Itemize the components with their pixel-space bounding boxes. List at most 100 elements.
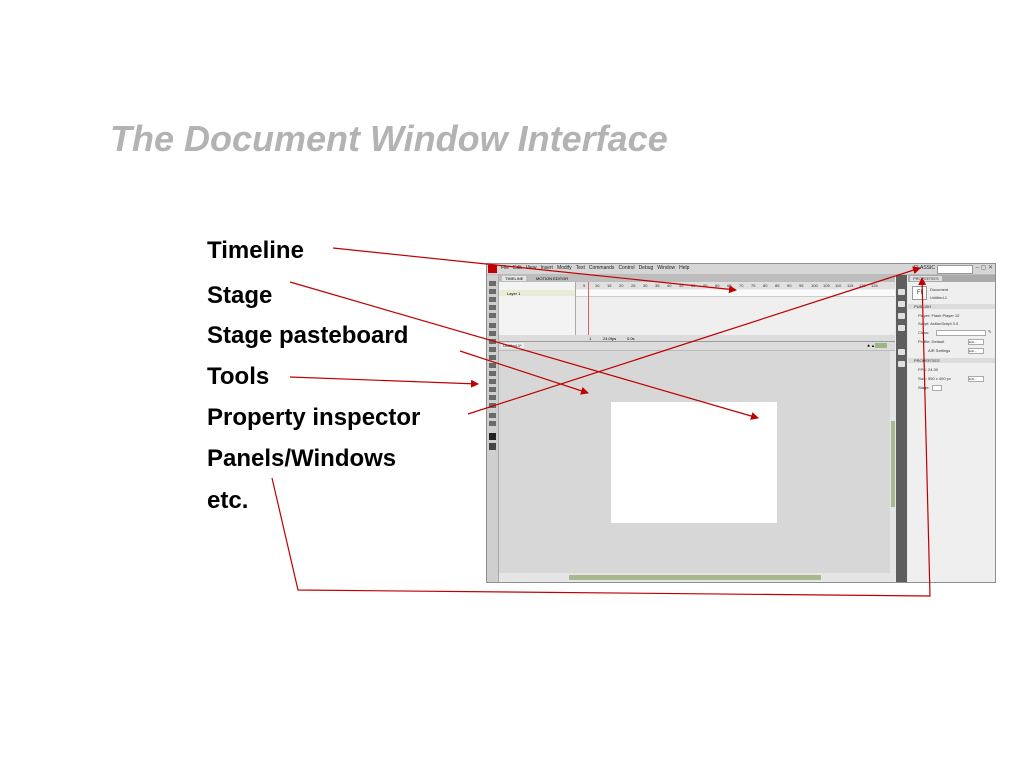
doc-type: Document [930,287,949,292]
document-icon: Fl [912,286,927,300]
tab-motion-editor[interactable]: MOTION EDITOR [536,276,569,281]
help-search-input[interactable] [937,265,973,274]
frame-number: 85 [775,283,780,288]
frame-number: 10 [595,283,600,288]
fill-color-icon[interactable] [489,443,496,450]
lasso-tool-icon[interactable] [489,313,496,318]
edit-bar: Untitled-1* ♣ ▲ [499,342,895,351]
align-icon[interactable] [898,301,905,307]
label-property-inspector: Property inspector [207,404,421,431]
document-tab[interactable]: Untitled-1* [501,343,524,348]
property-inspector: PROPERTIES Fl Document Untitled-1 PUBLIS… [908,275,995,582]
menu-bar: File Edit View Insert Modify Text Comman… [487,264,995,275]
menu-commands[interactable]: Commands [588,265,615,271]
frame-number: 55 [703,283,708,288]
zoom-control[interactable] [875,343,887,348]
scroll-thumb[interactable] [569,575,821,580]
scroll-thumb[interactable] [891,421,895,507]
edit-symbols-icon[interactable]: ♣ ▲ [867,343,875,348]
frame-number: 5 [583,283,586,288]
label-timeline: Timeline [207,237,304,264]
zoom-tool-icon[interactable] [489,421,496,426]
profile-edit-button[interactable]: Edit... [968,339,984,345]
stroke-color-icon[interactable] [489,433,496,440]
size-value: Size: 550 x 400 px [918,376,951,381]
properties-section[interactable]: PROPERTIES [908,358,995,363]
panels-strip [896,275,907,582]
menu-control[interactable]: Control [618,265,635,271]
frame-number: 70 [739,283,744,288]
pen-tool-icon[interactable] [489,323,496,328]
menu-edit[interactable]: Edit [513,265,522,271]
text-tool-icon[interactable] [489,331,496,336]
pencil-tool-icon[interactable] [489,355,496,360]
layer-name: Layer 1 [507,291,521,296]
layer-row[interactable]: Layer 1 [499,290,575,296]
app-logo-icon [488,265,497,273]
frame-number: 110 [835,283,842,288]
tools-panel [487,275,499,582]
size-edit-button[interactable]: Edit... [968,376,984,382]
frame-number: 25 [631,283,636,288]
transform-icon[interactable] [898,349,905,355]
frame-number: 120 [859,283,866,288]
pencil-icon[interactable]: ✎ [988,329,992,334]
horizontal-scrollbar[interactable] [499,573,895,581]
menu-debug[interactable]: Debug [638,265,654,271]
menu-text[interactable]: Text [575,265,585,271]
menu-file[interactable]: File [501,265,510,271]
eyedropper-tool-icon[interactable] [489,395,496,400]
frame-number: 40 [667,283,672,288]
doc-name: Untitled-1 [930,295,948,300]
air-edit-button[interactable]: Edit... [968,348,984,354]
stage[interactable] [611,402,777,523]
playhead[interactable] [588,282,589,341]
menu-items: File Edit View Insert Modify Text Comman… [501,265,689,271]
library-icon[interactable] [898,289,905,295]
frame-number: 35 [655,283,660,288]
frame-number: 100 [811,283,818,288]
player-version: Player: Flash Player 10 [918,313,960,318]
swatches-icon[interactable] [898,325,905,331]
frame-number: 115 [847,283,854,288]
deco-tool-icon[interactable] [489,371,496,376]
arrow-stage-pasteboard [459,350,589,395]
fps-value: FPS: 24.00 [918,367,939,372]
menu-window[interactable]: Window [657,265,676,271]
line-tool-icon[interactable] [489,339,496,344]
frame-track[interactable] [576,290,895,297]
timeline-tabs: TIMELINE MOTION EDITOR [499,275,895,282]
stage-color-swatch[interactable] [932,385,942,391]
frame-number: 20 [619,283,624,288]
bone-tool-icon[interactable] [489,379,496,384]
frame-number: 90 [787,283,792,288]
window-controls-icon[interactable]: – ▢ ✕ [975,265,993,271]
current-frame: 1 [589,336,592,341]
rectangle-tool-icon[interactable] [489,347,496,352]
menu-insert[interactable]: Insert [540,265,553,271]
selection-tool-icon[interactable] [489,281,496,286]
arrow-property-inspector [467,266,921,415]
arrow-tools [289,376,479,388]
workspace-switcher[interactable]: CLASSIC [913,265,935,271]
class-input[interactable] [936,330,986,336]
brush-tool-icon[interactable] [489,363,496,368]
tab-timeline[interactable]: TIMELINE [502,276,527,281]
menu-view[interactable]: View [525,265,537,271]
subselection-tool-icon[interactable] [489,289,496,294]
color-icon[interactable] [898,313,905,319]
menu-modify[interactable]: Modify [556,265,572,271]
hand-tool-icon[interactable] [489,413,496,418]
vertical-scrollbar[interactable] [890,351,896,573]
frame-number: 105 [823,283,830,288]
timeline-footer: 1 24.0fps 0.0s [499,335,895,341]
free-transform-tool-icon[interactable] [489,297,496,302]
frame-number: 75 [751,283,756,288]
label-stage: Stage [207,282,273,309]
label-stage-pasteboard: Stage pasteboard [207,322,409,349]
3d-rotation-tool-icon[interactable] [489,305,496,310]
paint-bucket-tool-icon[interactable] [489,387,496,392]
menu-help[interactable]: Help [679,265,690,271]
info-icon[interactable] [898,361,905,367]
